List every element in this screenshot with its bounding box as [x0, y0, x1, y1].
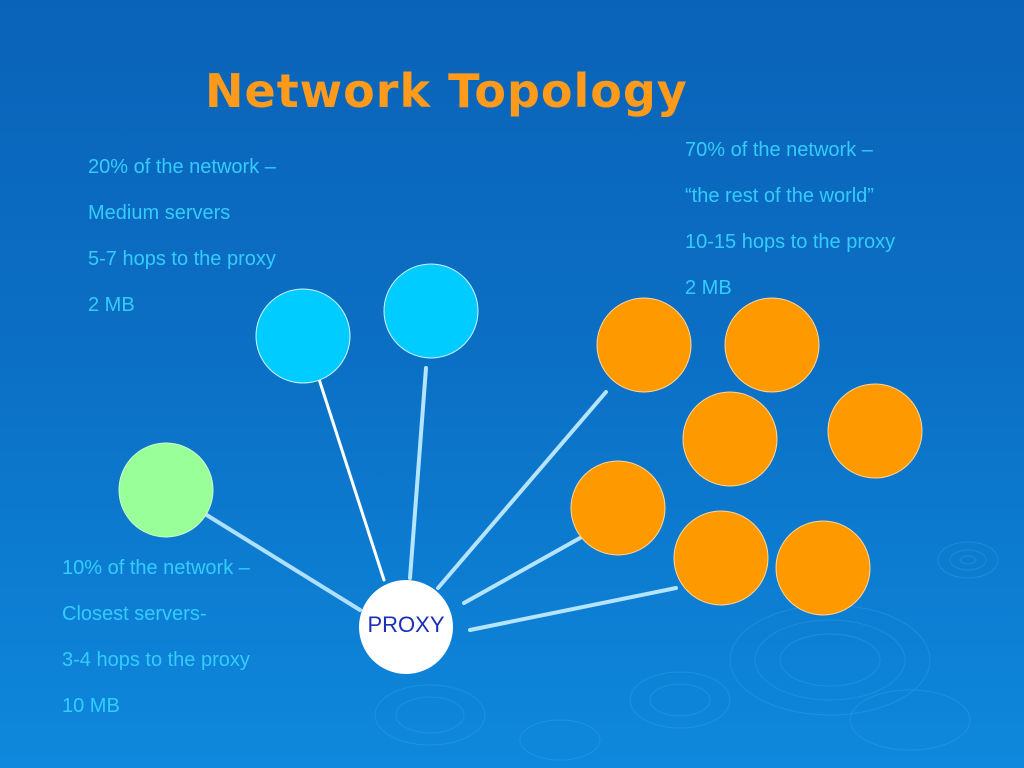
closest-server-node — [118, 442, 214, 538]
proxy-node — [359, 580, 453, 674]
rest-server-node — [775, 520, 871, 616]
ripple-decoration — [374, 541, 999, 761]
medium-hops-line: 5-7 hops to the proxy — [88, 248, 276, 270]
link-rest-2 — [462, 536, 582, 605]
link-medium-1 — [316, 374, 386, 582]
medium-server-node — [255, 288, 351, 384]
slide-title: Network Topology — [205, 64, 688, 118]
rest-server-node — [673, 510, 769, 606]
link-rest-3 — [468, 586, 678, 632]
rest-share-line: 70% of the network – — [685, 139, 873, 161]
rest-server-node — [724, 297, 820, 393]
link-medium-2 — [408, 366, 428, 580]
closest-share-line: 10% of the network – — [62, 557, 250, 579]
closest-size-line: 10 MB — [62, 695, 120, 717]
rest-server-node — [827, 383, 923, 479]
medium-servers-description: 20% of the network – Medium servers 5-7 … — [88, 144, 276, 328]
closest-hops-line: 3-4 hops to the proxy — [62, 649, 250, 671]
rest-type-line: “the rest of the world” — [685, 185, 874, 207]
medium-server-node — [383, 263, 479, 359]
rest-hops-line: 10-15 hops to the proxy — [685, 231, 896, 253]
proxy-label: PROXY — [367, 612, 445, 637]
link-closest — [203, 512, 362, 612]
rest-server-node — [682, 391, 778, 487]
closest-servers-description: 10% of the network – Closest servers- 3-… — [62, 545, 250, 729]
link-rest-1 — [436, 390, 608, 590]
medium-share-line: 20% of the network – — [88, 156, 276, 178]
rest-server-node — [596, 297, 692, 393]
rest-size-line: 2 MB — [685, 277, 732, 299]
medium-size-line: 2 MB — [88, 294, 135, 316]
rest-server-node — [570, 460, 666, 556]
medium-type-line: Medium servers — [88, 202, 231, 224]
closest-type-line: Closest servers- — [62, 603, 207, 625]
rest-of-world-description: 70% of the network – “the rest of the wo… — [685, 127, 895, 311]
